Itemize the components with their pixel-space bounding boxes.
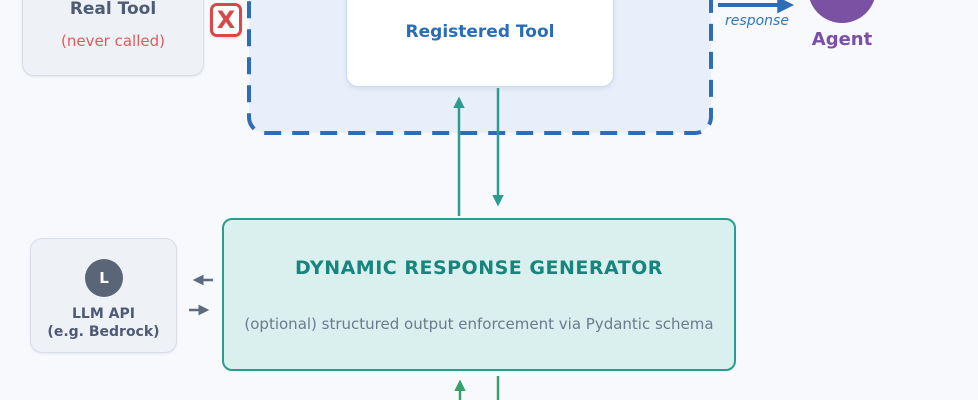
llm-api-title: LLM API — [72, 306, 135, 322]
dynamic-response-generator-node: DYNAMIC RESPONSE GENERATOR (optional) st… — [222, 218, 736, 371]
real-tool-never-called-note: (never called) — [60, 32, 165, 50]
response-arrow-label: response — [725, 13, 789, 29]
agent-label: Agent — [811, 29, 873, 50]
registered-tool-node: Registered Tool — [346, 0, 614, 87]
llm-api-node: L LLM API (e.g. Bedrock) — [30, 238, 177, 353]
real-tool-node: Real Tool (never called) — [22, 0, 204, 76]
agent-avatar — [808, 0, 876, 23]
blocked-x-glyph: X — [216, 6, 236, 34]
generator-subtitle: (optional) structured output enforcement… — [244, 315, 714, 333]
real-tool-title: Real Tool — [69, 0, 157, 19]
blocked-x-icon: X — [210, 3, 242, 37]
llm-badge-letter: L — [99, 269, 109, 287]
llm-api-subtitle: (e.g. Bedrock) — [47, 324, 160, 340]
registered-tool-title: Registered Tool — [405, 22, 555, 42]
generator-title: DYNAMIC RESPONSE GENERATOR — [295, 257, 663, 279]
llm-badge-icon: L — [85, 259, 123, 297]
